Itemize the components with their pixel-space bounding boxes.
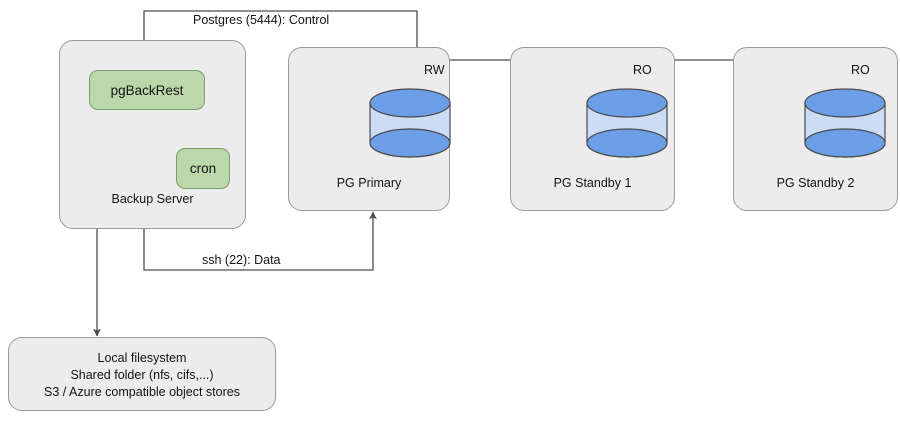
db-cylinder-icon [586,88,668,158]
container-label-pg-primary: PG Primary [336,176,402,190]
process-label-pgbackrest: pgBackRest [110,82,184,98]
edge-label-postgres-control: Postgres (5444): Control [191,13,332,27]
db-cylinder-icon [804,88,886,158]
database-cylinder-standby-1[interactable] [582,85,672,170]
database-cylinder-primary[interactable] [365,85,455,170]
storage-line-object-stores: S3 / Azure compatible object stores [44,384,240,399]
container-label-backup-server: Backup Server [111,192,194,206]
edge-label-standby1-ro: RO [633,63,652,77]
process-cron[interactable]: cron [176,148,230,189]
container-backup-server[interactable]: Backup Server [59,40,246,229]
database-cylinder-standby-2[interactable] [800,85,890,170]
edge-label-ssh-data: ssh (22): Data [200,253,283,267]
storage-line-local-filesystem: Local filesystem [97,350,187,365]
container-label-pg-standby-1: PG Standby 1 [553,176,632,190]
storage-backup-targets[interactable]: Local filesystem Shared folder (nfs, cif… [8,337,276,411]
edge-label-standby2-ro: RO [851,63,870,77]
db-cylinder-icon [369,88,451,158]
storage-line-shared-folder: Shared folder (nfs, cifs,...) [70,367,214,382]
process-pgbackrest[interactable]: pgBackRest [89,70,205,110]
edge-label-primary-rw: RW [424,63,445,77]
process-label-cron: cron [189,161,217,176]
container-label-pg-standby-2: PG Standby 2 [776,176,855,190]
